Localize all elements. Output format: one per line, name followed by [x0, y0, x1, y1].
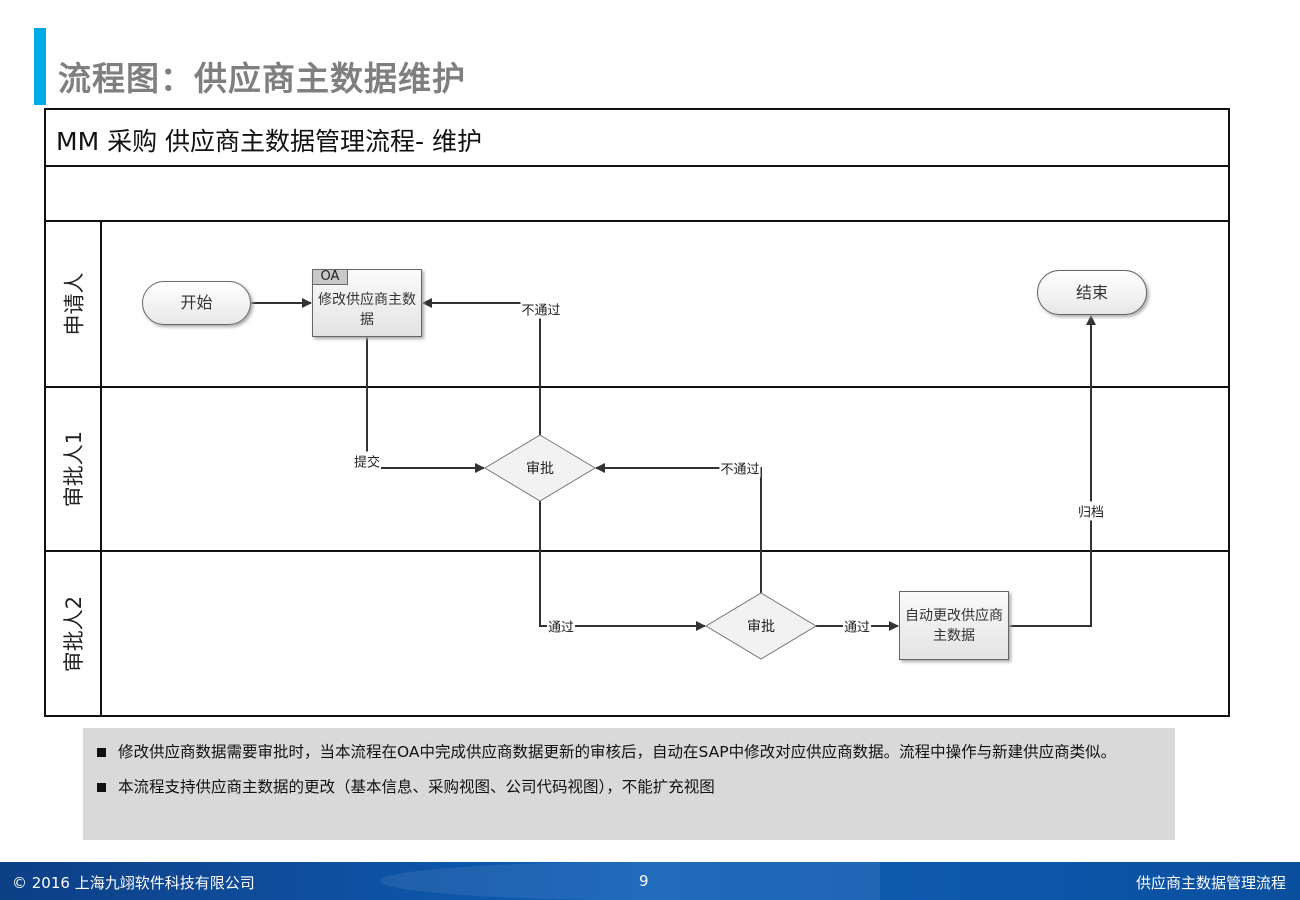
- edge-label-pass2: 通过: [842, 616, 872, 636]
- flowchart-title-row: MM 采购 供应商主数据管理流程- 维护: [46, 110, 1228, 167]
- edge-label-reject1: 不通过: [520, 299, 562, 319]
- decision-diamond-2: [705, 592, 817, 660]
- edge-label-pass1: 通过: [546, 616, 576, 636]
- decision-approve-1-label[interactable]: 审批: [526, 461, 554, 477]
- edge-pass1: [539, 501, 706, 631]
- title-accent-bar: [34, 28, 46, 105]
- edge-label-submit: 提交: [352, 451, 382, 471]
- notes-box: 修改供应商数据需要审批时，当本流程在OA中完成供应商数据更新的审核后，自动在SA…: [83, 728, 1175, 840]
- bullet-icon: [97, 783, 106, 792]
- start-node[interactable]: 开始: [142, 281, 251, 325]
- note-item: 本流程支持供应商主数据的更改（基本信息、采购视图、公司代码视图），不能扩充视图: [97, 773, 1161, 802]
- auto-update-task[interactable]: 自动更改供应商主数据: [899, 591, 1009, 660]
- lane-approver1: 审批人1: [46, 388, 1228, 552]
- edge-reject1: [422, 298, 541, 435]
- footer-page-number: 9: [639, 872, 649, 890]
- edge-label-reject2: 不通过: [719, 458, 761, 478]
- footer-copyright: © 2016 上海九翊软件科技有限公司: [12, 874, 255, 892]
- flowchart-frame: MM 采购 供应商主数据管理流程- 维护 申请人 审批人1 审批人2: [44, 108, 1230, 717]
- note-item: 修改供应商数据需要审批时，当本流程在OA中完成供应商数据更新的审核后，自动在SA…: [97, 738, 1161, 767]
- flowchart-title: MM 采购 供应商主数据管理流程- 维护: [56, 127, 483, 156]
- footer-section: 供应商主数据管理流程: [1135, 874, 1286, 892]
- edge-label-archive: 归档: [1076, 501, 1106, 521]
- lane-applicant: 申请人: [46, 222, 1228, 388]
- decision-approve-2-label[interactable]: 审批: [747, 619, 775, 635]
- note-text: 修改供应商数据需要审批时，当本流程在OA中完成供应商数据更新的审核后，自动在SA…: [118, 743, 1117, 761]
- decision-diamond-1: [484, 434, 596, 502]
- modify-data-task[interactable]: 修改供应商主数据: [312, 269, 422, 337]
- bullet-icon: [97, 748, 106, 757]
- flowchart-blank-row: [46, 167, 1228, 222]
- footer-bar: © 2016 上海九翊软件科技有限公司 9 供应商主数据管理流程: [0, 862, 1300, 900]
- edge-reject2: [595, 463, 762, 593]
- end-node[interactable]: 结束: [1037, 270, 1147, 315]
- lane-approver2: 审批人2: [46, 552, 1228, 715]
- footer-swoosh: [380, 862, 880, 900]
- edge-archive: [1009, 315, 1096, 627]
- note-text: 本流程支持供应商主数据的更改（基本信息、采购视图、公司代码视图），不能扩充视图: [118, 778, 715, 796]
- oa-tag: OA: [312, 269, 348, 285]
- edge-submit: [366, 337, 485, 473]
- page-title: 流程图：供应商主数据维护: [58, 59, 466, 98]
